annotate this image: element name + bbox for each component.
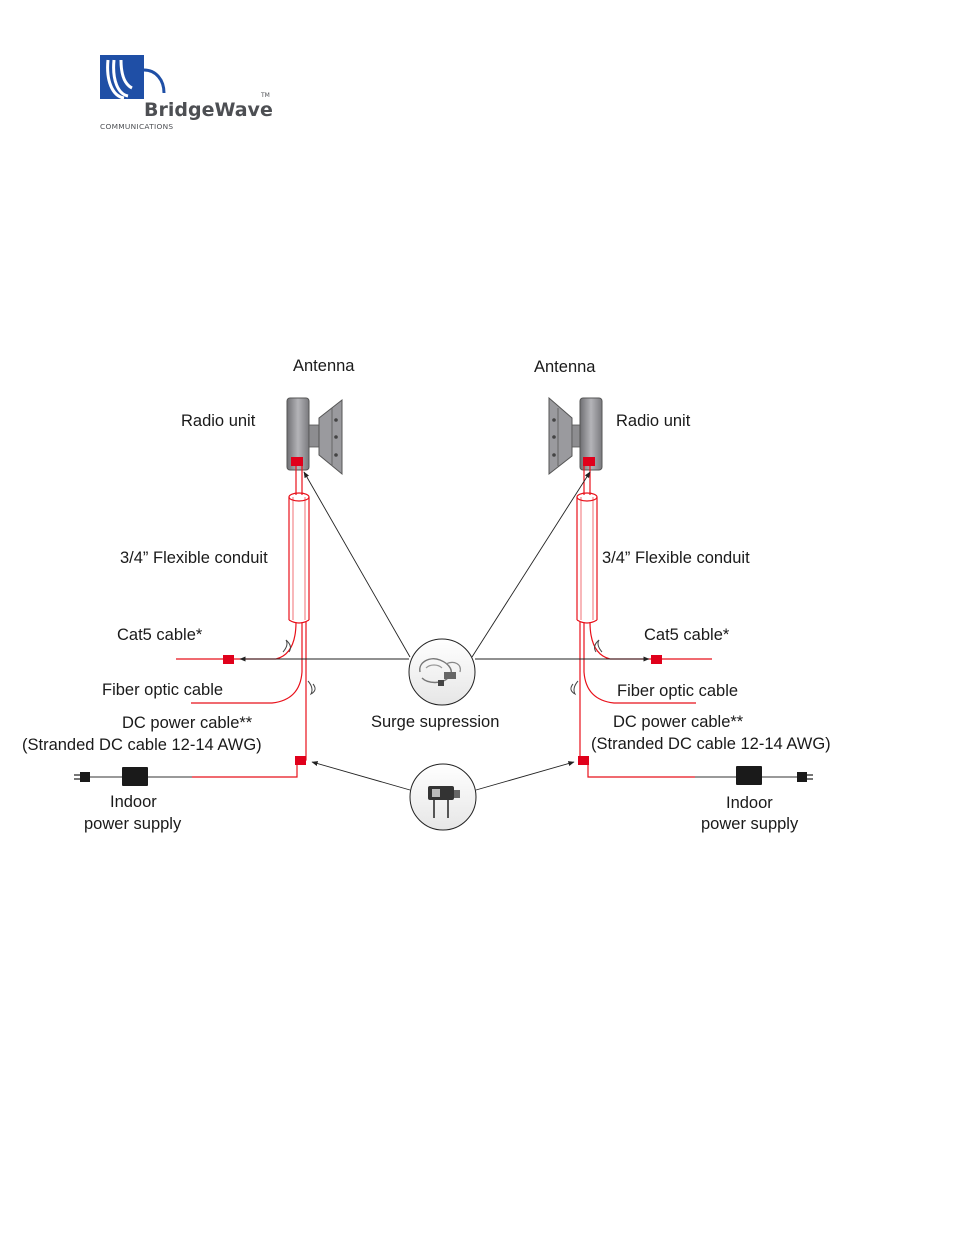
logo-name: BridgeWave — [144, 99, 273, 121]
cat5-connector-left — [223, 655, 234, 664]
power-supply-icon — [695, 766, 797, 785]
radio-unit-label-left: Radio unit — [181, 412, 256, 430]
surge-protector-cable-icon — [408, 638, 476, 706]
logo-trademark: TM — [260, 92, 270, 99]
radio-unit-icon — [548, 396, 603, 476]
cat5-connector-right — [651, 655, 662, 664]
cat5-label-right: Cat5 cable* — [644, 626, 730, 644]
antenna-label-left: Antenna — [293, 357, 355, 375]
psu-sub-label-right: power supply — [701, 815, 799, 833]
psu-label-right: Indoor — [726, 794, 773, 812]
dc-label-right: DC power cable** — [613, 713, 744, 731]
right-conduit — [576, 466, 598, 624]
radio-connector-left — [291, 457, 303, 466]
surge-protector-dc-icon — [409, 763, 477, 831]
conduit-label-right: 3/4” Flexible conduit — [602, 549, 750, 567]
antenna-label-right: Antenna — [534, 358, 596, 376]
psu-label-left: Indoor — [110, 793, 157, 811]
fiber-label-right: Fiber optic cable — [617, 682, 738, 700]
dc-connector-right — [578, 756, 589, 765]
plug-icon — [74, 772, 90, 782]
left-conduit — [288, 466, 310, 624]
logo-tagline: COMMUNICATIONS — [100, 122, 173, 131]
dc-label-left: DC power cable** — [122, 714, 253, 732]
psu-sub-label-left: power supply — [84, 815, 182, 833]
radio-unit-icon — [286, 397, 343, 476]
fiber-label-left: Fiber optic cable — [102, 681, 223, 699]
power-supply-icon — [90, 767, 192, 786]
conduit-label-left: 3/4” Flexible conduit — [120, 549, 268, 567]
radio-unit-label-right: Radio unit — [616, 412, 691, 430]
plug-icon — [797, 772, 813, 782]
cat5-label-left: Cat5 cable* — [117, 626, 203, 644]
bridgewave-logo: BridgeWave COMMUNICATIONS TM — [100, 55, 273, 131]
radio-connector-right — [583, 457, 595, 466]
fiber-cable-left — [191, 622, 303, 704]
dc-connector-left — [295, 756, 306, 765]
fiber-cable-right — [583, 622, 696, 704]
dc-spec-label-left: (Stranded DC cable 12-14 AWG) — [22, 736, 262, 754]
dc-spec-label-right: (Stranded DC cable 12-14 AWG) — [591, 735, 831, 753]
surge-label: Surge supression — [371, 713, 499, 731]
pointer-lines — [239, 471, 650, 791]
